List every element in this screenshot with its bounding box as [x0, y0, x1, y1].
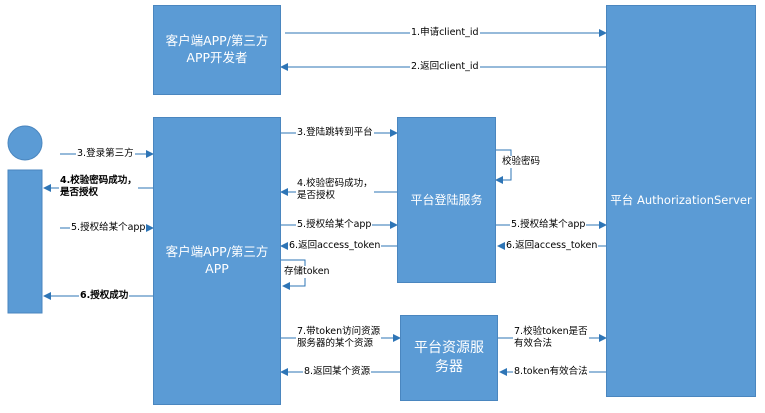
edge-3-redirect-label: 3.登陆跳转到平台 — [296, 127, 374, 139]
resource-service-box: 平台资源服 务器 — [400, 315, 498, 401]
store-token-label: 存储token — [283, 266, 331, 278]
edge-4-user-label: 4.校验密码成功， 是否授权 — [59, 175, 138, 199]
edge-5-auth-label: 5.授权给某个app — [510, 219, 587, 231]
edge-7-request-label: 7.带token访问资源 服务器的某个资源 — [296, 326, 382, 350]
edge-6-app-label: 6.返回access_token — [288, 240, 382, 252]
user-actor-icon — [7, 125, 43, 314]
edge-6-user-label: 6.授权成功 — [79, 290, 130, 302]
edge-5-app-label: 5.授权给某个app — [296, 219, 373, 231]
edge-8-valid-label: 8.token有效合法 — [513, 366, 589, 378]
authorization-server-box: 平台 AuthorizationServer — [606, 5, 756, 397]
edge-3-login-label: 3.登录第三方 — [76, 148, 135, 160]
edge-7-check-label: 7.校验token是否 有效合法 — [513, 326, 589, 350]
edge-1-label: 1.申请client_id — [410, 27, 480, 39]
client-developer-box: 客户端APP/第三方 APP开发者 — [153, 5, 281, 95]
edge-6-auth-label: 6.返回access_token — [505, 240, 599, 252]
edge-5-user-label: 5.授权给某个app — [70, 222, 147, 234]
login-service-box: 平台登陆服务 — [397, 117, 496, 283]
edge-4-app-label: 4.校验密码成功， 是否授权 — [296, 178, 374, 202]
edge-8-return-label: 8.返回某个资源 — [303, 366, 372, 378]
client-app-box: 客户端APP/第三方 APP — [153, 117, 281, 405]
edge-2-label: 2.返回client_id — [410, 61, 480, 73]
check-password-label: 校验密码 — [501, 156, 542, 168]
